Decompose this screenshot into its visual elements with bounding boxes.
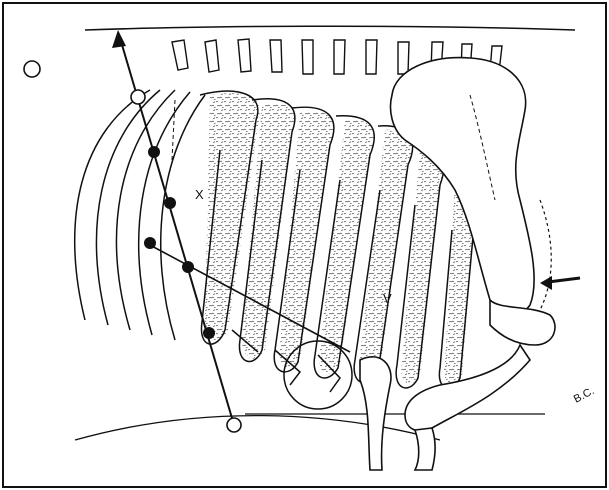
label-v: V	[383, 291, 392, 306]
registration-circle	[24, 61, 40, 77]
filled-dot-3	[144, 237, 156, 249]
label-x: X	[195, 187, 204, 202]
open-dot-top	[131, 90, 145, 104]
filled-dot-2	[164, 197, 176, 209]
filled-dot-5	[203, 327, 215, 339]
filled-dot-4	[182, 261, 194, 273]
open-dot-bottom	[227, 418, 241, 432]
artist-signature: B.C.	[572, 385, 597, 406]
pointer-arrow	[540, 276, 580, 290]
ventral-outline	[75, 416, 440, 440]
heart-outline-dashed	[540, 200, 551, 310]
anterior-dashed-line	[172, 100, 175, 160]
dorsal-outline	[85, 26, 575, 30]
filled-dot-1	[148, 146, 160, 158]
